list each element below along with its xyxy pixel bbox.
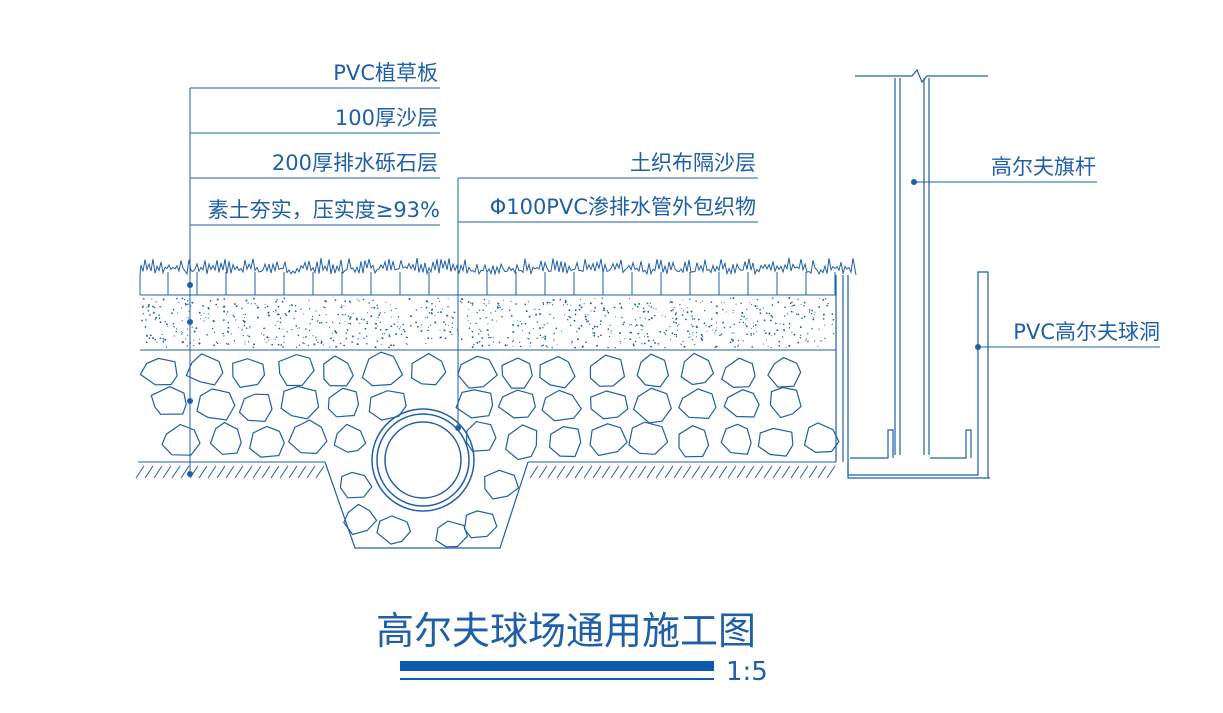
label-geotextile: 土织布隔沙层 bbox=[630, 151, 756, 175]
golf-hole-cup bbox=[835, 271, 990, 479]
leader-lines bbox=[189, 87, 1160, 474]
flagpole-shaft bbox=[855, 68, 988, 455]
grass-turf bbox=[139, 257, 857, 276]
gravel-stones bbox=[139, 351, 840, 548]
label-pvc-turf-panel: PVC植草板 bbox=[333, 61, 438, 85]
label-drain-pipe: Φ100PVC渗排水管外包织物 bbox=[490, 195, 756, 219]
sand-layer bbox=[140, 297, 836, 351]
label-compacted-soil: 素土夯实，压实度≥93% bbox=[208, 198, 440, 222]
label-gravel-layer: 200厚排水砾石层 bbox=[272, 151, 438, 175]
title-underline-bar bbox=[400, 661, 714, 671]
drain-trench bbox=[324, 461, 529, 549]
label-golf-hole: PVC高尔夫球洞 bbox=[1013, 320, 1160, 344]
drain-pipe bbox=[371, 408, 475, 512]
label-flagpole: 高尔夫旗杆 bbox=[991, 155, 1096, 179]
compacted-soil-hatch bbox=[135, 465, 836, 479]
drawing-scale: 1:5 bbox=[726, 657, 768, 687]
label-sand-layer: 100厚沙层 bbox=[335, 106, 438, 130]
turf-panel-layer bbox=[139, 272, 836, 296]
leader-dots bbox=[187, 179, 981, 477]
drawing-title: 高尔夫球场通用施工图 bbox=[376, 609, 756, 653]
